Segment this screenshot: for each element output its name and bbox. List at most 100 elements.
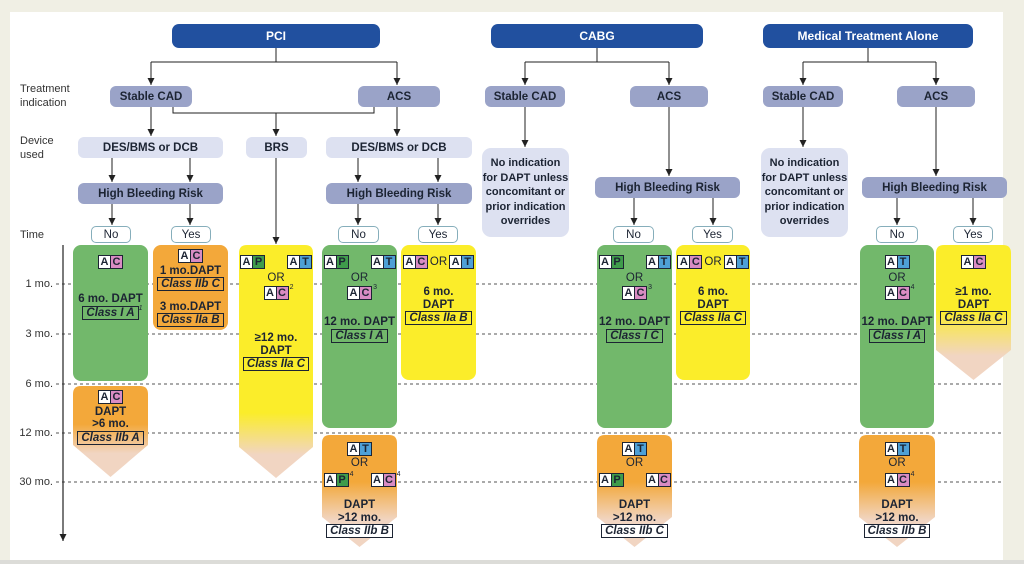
- note-line: overrides: [500, 215, 551, 228]
- drug-letter-aspirin: A: [288, 256, 299, 268]
- cabg-acs-bleeding-risk: High Bleeding Risk: [595, 177, 740, 198]
- cabg-acs: ACS: [630, 86, 708, 107]
- drug-letter-aspirin: A: [99, 391, 110, 403]
- regimen-duration: ≥1 mo.: [955, 286, 992, 298]
- footnote-marker: 1: [138, 305, 143, 312]
- note-line: prior indication: [764, 200, 845, 213]
- regimen-duration: ≥12 mo.: [254, 332, 298, 344]
- drug-letter-aspirin: A: [646, 474, 658, 486]
- recommendation-class-row: Class IIb B: [322, 524, 397, 538]
- regimen-duration: 3 mo.DAPT: [159, 301, 222, 313]
- note-line: concomitant or: [764, 186, 845, 199]
- medical-acs-yes-arrow: [936, 245, 1011, 380]
- recommendation-class: Class IIa B: [157, 313, 224, 327]
- cabg-acs-extended-arrow: [597, 435, 672, 547]
- note-line: No indication: [769, 157, 840, 170]
- regimen-duration: >6 mo.: [92, 418, 129, 430]
- recommendation-class-row: Class IIb A: [73, 431, 148, 445]
- regimen-label: DAPT: [260, 345, 292, 357]
- recommendation-class: Class I A: [868, 329, 926, 343]
- drug-letter-p2y12: P: [335, 474, 348, 486]
- class-text: Class I A: [86, 307, 135, 319]
- drug-letter-p2y12: C: [110, 256, 122, 268]
- regimen-label: DAPT: [881, 499, 913, 511]
- pci-acs-no: No: [338, 226, 379, 243]
- drug-letter-p2y12: T: [299, 256, 311, 268]
- recommendation-class: Class I A: [331, 329, 388, 343]
- drug-letter-p2y12: P: [610, 256, 623, 268]
- bottom-rule: [0, 560, 1024, 564]
- recommendation-class: Class IIa B: [405, 311, 472, 325]
- drug-letter-p2y12: P: [335, 256, 348, 268]
- time-tick-1-month: 1 mo.: [25, 278, 53, 290]
- row-label-device-used: Device used: [20, 134, 54, 162]
- pci-stable-device: DES/BMS or DCB: [78, 137, 223, 158]
- drug-letter-aspirin: A: [623, 443, 634, 455]
- cabg-stable-cad: Stable CAD: [485, 86, 565, 107]
- drug-letter-p2y12: C: [275, 287, 288, 299]
- drug-letter-p2y12: P: [610, 474, 623, 486]
- medical-acs-extended-arrow: [859, 435, 935, 547]
- drug-letter-aspirin: A: [371, 474, 383, 486]
- recommendation-class: Class IIa C: [242, 357, 310, 371]
- pci-stable-no: No: [91, 226, 131, 243]
- drug-letter-aspirin: A: [403, 256, 415, 268]
- drug-letter-aspirin: A: [371, 256, 383, 268]
- recommendation-class-row: Class I A: [322, 329, 397, 343]
- drug-letter-aspirin: A: [324, 256, 336, 268]
- medical-acs-no: No: [876, 226, 918, 243]
- drug-letter-aspirin: A: [599, 256, 611, 268]
- drug-letter-aspirin: A: [179, 250, 190, 262]
- drug-letter-p2y12: C: [190, 250, 202, 262]
- regimen-label: DAPT: [957, 299, 990, 311]
- medical-acs-bleeding-risk: High Bleeding Risk: [862, 177, 1007, 198]
- drug-letter-aspirin: A: [678, 256, 690, 268]
- footnote-marker: 4: [396, 471, 401, 478]
- drug-letter-aspirin: A: [324, 474, 336, 486]
- regimen-label: DAPT: [343, 499, 376, 511]
- drug-letter-aspirin: A: [599, 474, 611, 486]
- drug-letter-p2y12: C: [634, 287, 646, 299]
- note-line: concomitant or: [485, 186, 566, 199]
- time-tick-30-months: 30 mo.: [19, 476, 53, 488]
- drug-letter-aspirin: A: [885, 474, 897, 486]
- recommendation-class-row: Class IIa B: [153, 313, 228, 327]
- regimen-label: DAPT: [697, 299, 729, 311]
- time-tick-6-months: 6 mo.: [25, 378, 53, 390]
- regimen-label: DAPT: [422, 299, 455, 311]
- drug-letter-aspirin: A: [348, 443, 359, 455]
- drug-letter-aspirin: A: [450, 256, 462, 268]
- or-label: OR: [888, 272, 906, 284]
- row-label-line: Device: [20, 135, 54, 147]
- header-pci: PCI: [172, 24, 380, 48]
- recommendation-class-row: Class I C: [597, 329, 672, 343]
- header-medical-treatment: Medical Treatment Alone: [763, 24, 973, 48]
- pci-acs-extended-arrow: [322, 435, 397, 547]
- note-line: for DAPT unless: [482, 171, 569, 184]
- drug-letter-aspirin: A: [264, 287, 276, 299]
- recommendation-class-row: Class IIa C: [239, 357, 313, 371]
- pci-acs: ACS: [358, 86, 440, 107]
- drug-letter-p2y12: T: [896, 443, 909, 455]
